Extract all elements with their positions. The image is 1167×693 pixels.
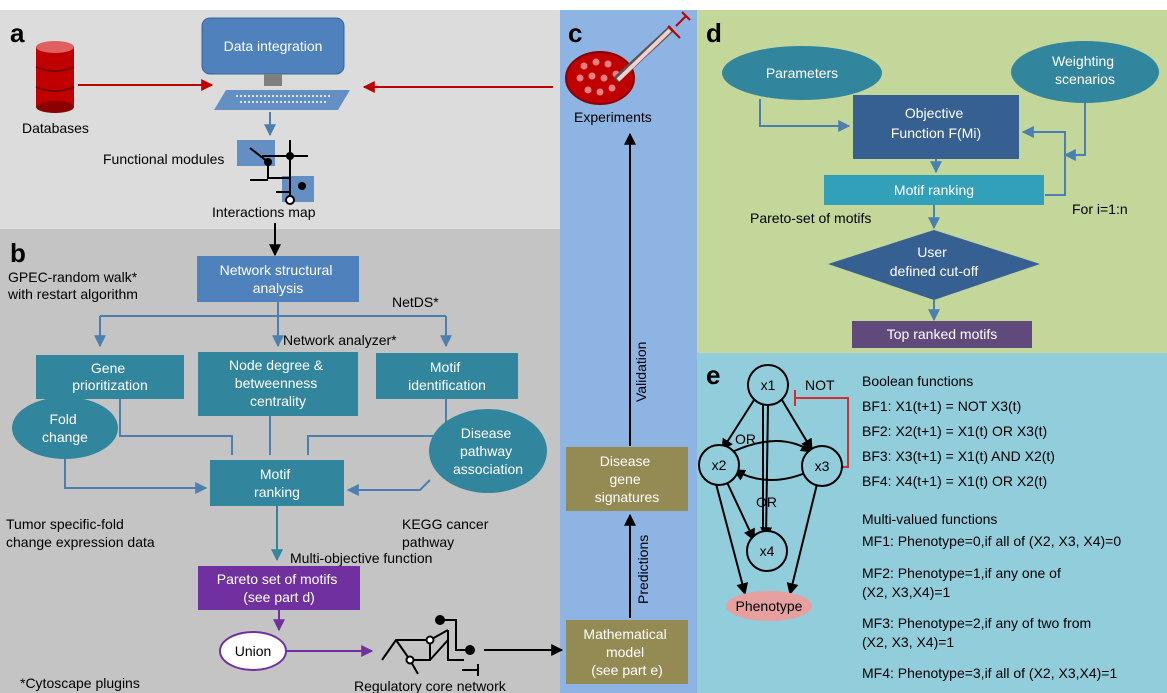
disease-pathway-label: Disease pathway association xyxy=(453,425,523,477)
union-label: Union xyxy=(235,643,272,659)
node-x4-label: x4 xyxy=(760,543,775,559)
arrow-loop-back xyxy=(1021,126,1066,196)
node-degree-label: Node degree & betweenness centrality xyxy=(229,357,327,409)
boolean-functions-title: Boolean functions xyxy=(862,373,973,389)
motif-ranking-box-d xyxy=(824,175,1044,205)
node-x4 xyxy=(746,530,788,572)
mf4: MF4: Phenotype=3,if all of (X2, X3,X4)=1 xyxy=(862,665,1117,681)
cytoscape-label: *Cytoscape plugins xyxy=(20,675,140,691)
bf4: BF4: X4(t+1) = X1(t) OR X2(t) xyxy=(862,473,1047,489)
disease-pathway-ellipse xyxy=(429,409,547,493)
mf2: MF2: Phenotype=1,if any one of (X2, X3,X… xyxy=(862,565,1065,600)
phenotype-label: Phenotype xyxy=(736,598,803,614)
node-degree-box xyxy=(198,352,358,416)
arrow-weighting-to-loop xyxy=(1063,103,1086,161)
tumor-specific-label: Tumor specific-fold change expression da… xyxy=(6,516,155,550)
database-icon xyxy=(35,41,75,113)
weighting-label: Weighting scenarios xyxy=(1052,53,1118,87)
panel-label-a: a xyxy=(10,18,25,48)
motif-ranking-label-b: Motif ranking xyxy=(254,466,300,500)
kegg-label: KEGG cancer pathway xyxy=(402,516,492,550)
predictions-label: Predictions xyxy=(635,535,651,604)
parameters-ellipse xyxy=(722,46,882,100)
multi-objective-label: Multi-objective function xyxy=(290,550,432,566)
experiments-label: Experiments xyxy=(574,109,652,125)
not-label: NOT xyxy=(805,377,835,393)
analysis-branch-connectors xyxy=(94,302,452,348)
validation-label: Validation xyxy=(633,342,649,402)
node-x1 xyxy=(747,364,789,406)
functional-modules-label: Functional modules xyxy=(103,151,224,167)
objective-function-box xyxy=(853,95,1019,159)
pareto-motifs-label: Pareto-set of motifs xyxy=(750,210,871,226)
node-x2 xyxy=(698,444,740,486)
motif-ranking-label-d: Motif ranking xyxy=(894,182,974,198)
phenotype-ellipse xyxy=(726,591,812,621)
interactions-map-label: Interactions map xyxy=(212,204,316,220)
top-ranked-box xyxy=(852,321,1032,348)
data-integration-label: Data integration xyxy=(224,38,323,54)
fold-change-label: Fold change xyxy=(42,411,88,445)
arrow-fold-change-to-ranking xyxy=(64,459,208,494)
regulatory-network-icon xyxy=(381,615,479,676)
panel-label-e: e xyxy=(706,360,720,390)
multi-valued-title: Multi-valued functions xyxy=(862,511,997,527)
bf1: BF1: X1(t+1) = NOT X3(t) xyxy=(862,398,1021,414)
motif-ranking-box-b xyxy=(210,460,344,506)
computer-icon xyxy=(201,17,350,110)
gpec-label: GPEC-random walk* with restart algorithm xyxy=(7,269,141,302)
mathematical-model-box xyxy=(566,620,688,684)
gene-prioritization-label: Gene prioritization xyxy=(72,360,147,393)
top-ranked-label: Top ranked motifs xyxy=(887,326,998,342)
mathematical-model-label: Mathematical model (see part e) xyxy=(583,626,670,678)
user-cutoff-diamond xyxy=(828,230,1040,300)
to-motif-ranking-connectors xyxy=(119,399,447,455)
node-x2-label: x2 xyxy=(712,457,727,473)
network-analyzer-label: Network analyzer* xyxy=(283,332,397,348)
gene-prioritization-box xyxy=(36,355,184,399)
mf3: MF3: Phenotype=2,if any of two from (X2,… xyxy=(862,615,1095,650)
disease-gene-signatures-label: Disease gene signatures xyxy=(595,453,660,505)
motif-identification-label: Motif identification xyxy=(408,359,486,393)
arrow-parameters-to-objective xyxy=(759,99,851,132)
panel-label-d: d xyxy=(706,18,722,48)
disease-gene-signatures-box xyxy=(566,447,688,511)
node-x3-label: x3 xyxy=(815,458,830,474)
objective-function-label: Objective Function F(Mi) xyxy=(891,105,981,141)
netds-label: NetDS* xyxy=(392,294,439,310)
user-cutoff-label: User defined cut-off xyxy=(890,244,979,279)
pareto-set-box xyxy=(198,566,360,610)
network-structural-analysis-label: Network structural analysis xyxy=(220,262,337,296)
panel-label-c: c xyxy=(568,18,582,48)
panel-label-b: b xyxy=(10,238,26,268)
node-x3 xyxy=(801,445,843,487)
panel-e-background xyxy=(697,353,1167,693)
node-x1-label: x1 xyxy=(761,377,776,393)
network-modules-icon xyxy=(237,140,314,205)
arrow-pathway-to-ranking xyxy=(346,479,431,496)
parameters-label: Parameters xyxy=(766,65,838,81)
bf3: BF3: X3(t+1) = X1(t) AND X2(t) xyxy=(862,448,1055,464)
or-label-1: OR xyxy=(735,431,756,447)
panel-c-background xyxy=(560,10,697,693)
pareto-set-label: Pareto set of motifs (see part d) xyxy=(217,571,342,605)
databases-label: Databases xyxy=(22,120,89,136)
weighting-ellipse xyxy=(1011,41,1159,103)
motif-identification-box xyxy=(376,353,518,399)
regulatory-core-label: Regulatory core network xyxy=(354,678,507,693)
mf1: MF1: Phenotype=0,if all of (X2, X3, X4)=… xyxy=(862,533,1121,549)
network-structural-analysis-box xyxy=(197,256,359,302)
petri-dish-icon xyxy=(565,11,691,105)
for-loop-label: For i=1:n xyxy=(1072,201,1128,217)
bf2: BF2: X2(t+1) = X1(t) OR X3(t) xyxy=(862,423,1047,439)
or-label-2: OR xyxy=(756,494,777,510)
fold-change-ellipse xyxy=(12,397,118,459)
